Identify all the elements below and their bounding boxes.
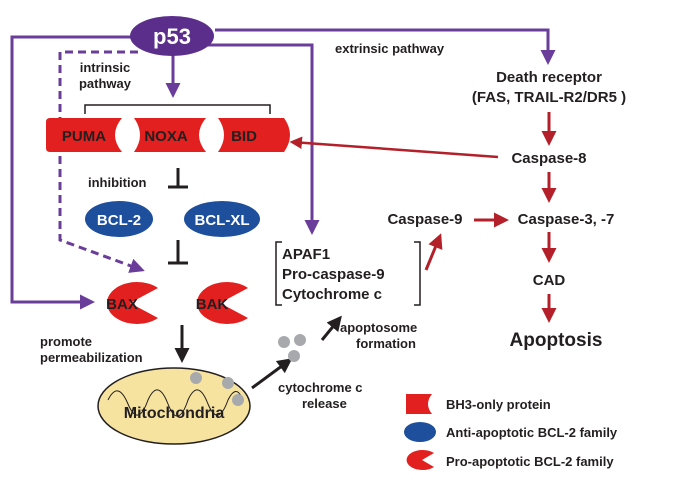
bcl2-label: BCL-2 [97,212,141,229]
legend-pro-item: Pro-apoptotic BCL-2 family [406,450,614,470]
legend-pro-swatch [406,450,434,470]
legend-anti-item: Anti-apoptotic BCL-2 family [404,422,618,442]
legend-bh3-item: BH3-only protein [406,394,551,414]
apoptosome-arrow [320,315,342,341]
extrinsic-pathway-arrow [215,28,556,65]
bak-label: BAK [196,296,229,313]
caspase9-label: Caspase-9 [387,211,462,228]
p53-pathway-arrows [10,28,556,310]
apoptosome-label-line2: formation [356,336,416,351]
p53-to-apaf1-arrow [208,43,320,235]
apoptosome-complex: APAF1 Pro-caspase-9 Cytochrome c [275,241,421,306]
cytochrome-c-label: Cytochrome c [282,286,382,303]
promote-label-line1: promote [40,334,92,349]
p53-label: p53 [153,24,191,49]
cytochrome-c-dots [278,334,306,362]
legend: BH3-only protein Anti-apoptotic BCL-2 fa… [404,394,618,470]
extrinsic-label: extrinsic pathway [335,41,445,56]
p53-node: p53 [130,16,214,56]
caspase8-to-bid-arrow [289,136,499,159]
legend-pro-label: Pro-apoptotic BCL-2 family [446,454,614,469]
apoptosis-label: Apoptosis [510,330,603,351]
cytc-release-line1: cytochrome c [278,380,363,395]
noxa-node: NOXA [134,118,206,152]
mitochondria-node: Mitochondria [97,367,251,445]
cad-label: CAD [533,272,566,289]
noxa-label: NOXA [144,128,188,145]
bax-node: BAX [106,282,158,325]
intrinsic-label-line2: pathway [79,76,132,91]
inhibition-symbol-top [168,168,188,189]
mitochondria-label: Mitochondria [124,405,225,422]
legend-bh3-label: BH3-only protein [446,397,551,412]
death-receptor-line2: (FAS, TRAIL-R2/DR5 ) [472,89,626,106]
apoptosome-label-line1: apoptosome [340,320,417,335]
inhibition-label: inhibition [88,175,147,190]
bax-label: BAX [106,296,138,313]
promote-label-line2: permeabilization [40,350,143,365]
bclxl-label: BCL-XL [195,212,250,229]
legend-anti-swatch [404,422,436,442]
apaf1-label: APAF1 [282,246,330,263]
bak-node: BAK [196,282,248,325]
bh3-bracket [84,104,271,114]
bcl2-node: BCL-2 [85,201,153,237]
inhibition-symbol-bottom [168,240,188,265]
caspase8-label: Caspase-8 [511,150,586,167]
legend-anti-label: Anti-apoptotic BCL-2 family [446,425,618,440]
procaspase9-label: Pro-caspase-9 [282,266,385,283]
puma-node: PUMA [46,118,122,152]
p53-to-bax-solid-arrow [10,35,132,310]
puma-label: PUMA [62,128,106,145]
cytc-release-line2: release [302,396,347,411]
caspase37-label: Caspase-3, -7 [518,211,615,228]
bid-label: BID [231,128,257,145]
cytc-release-arrow [251,358,293,390]
apoptosome-to-caspase9-arrow [424,233,443,271]
bclxl-node: BCL-XL [184,201,260,237]
death-receptor-line1: Death receptor [496,69,602,86]
intrinsic-label-line1: intrinsic [80,60,131,75]
bid-node: BID [218,118,290,152]
legend-bh3-swatch [406,394,432,414]
